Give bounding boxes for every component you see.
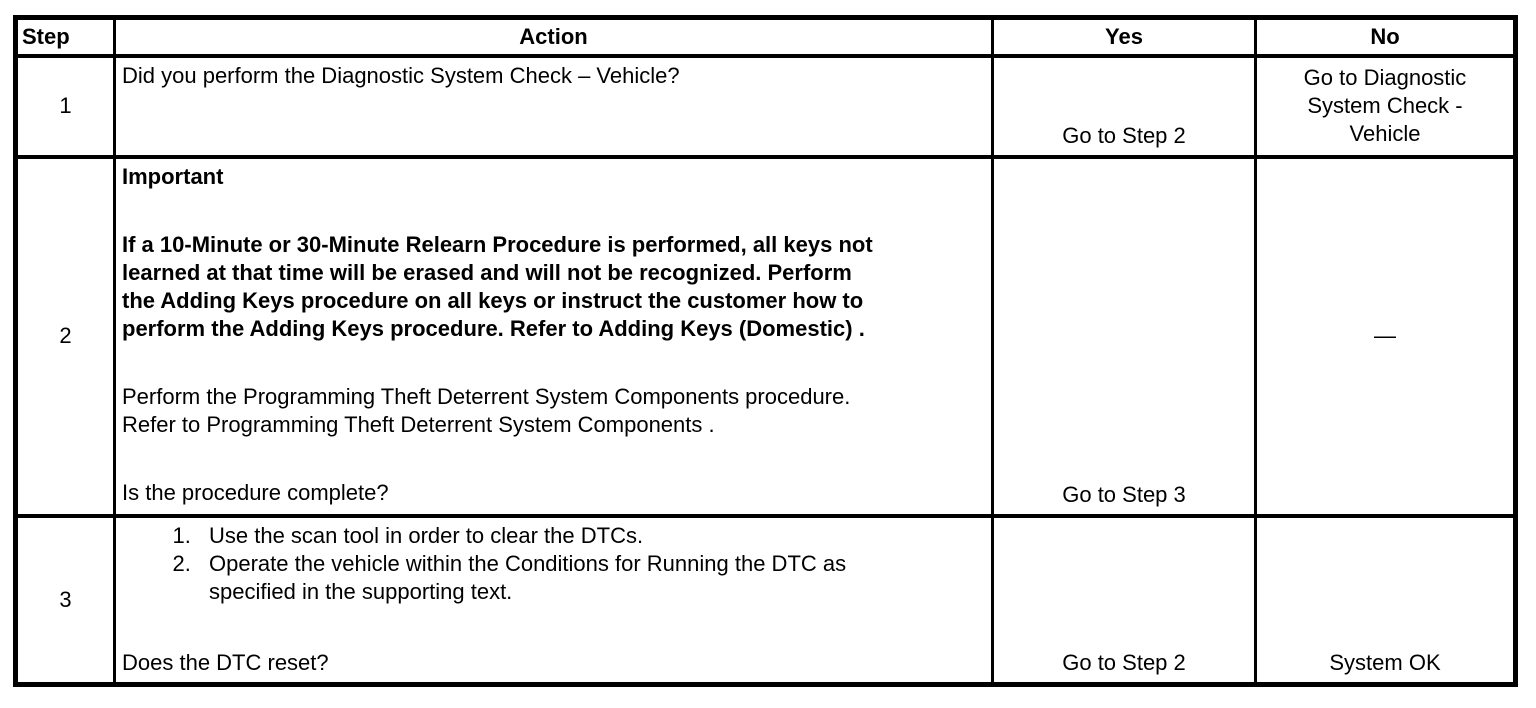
no-cell: Go to Diagnostic System Check - Vehicle <box>1254 53 1517 158</box>
no-cell: — <box>1254 154 1517 517</box>
column-header-yes: Yes <box>991 16 1257 58</box>
action-list-item: Operate the vehicle within the Condition… <box>197 550 985 606</box>
diagnostic-procedure-table: Step Action Yes No 1 Did you perform the… <box>13 15 1518 687</box>
step-number: 1 <box>14 53 116 158</box>
action-cell: Use the scan tool in order to clear the … <box>113 513 994 686</box>
no-cell: System OK <box>1254 513 1517 686</box>
action-cell: Did you perform the Diagnostic System Ch… <box>113 53 994 158</box>
yes-cell: Go to Step 2 <box>991 53 1257 158</box>
column-header-action: Action <box>113 16 994 58</box>
column-header-no: No <box>1254 16 1517 58</box>
table-row: 3 Use the scan tool in order to clear th… <box>14 513 1517 686</box>
action-question: Did you perform the Diagnostic System Ch… <box>122 62 680 88</box>
step-number: 3 <box>14 513 116 686</box>
table-header-row: Step Action Yes No <box>14 16 1517 58</box>
table-row: 2 Important If a 10-Minute or 30-Minute … <box>14 154 1517 517</box>
action-list-item: Use the scan tool in order to clear the … <box>197 522 985 550</box>
column-header-step: Step <box>14 16 116 58</box>
important-text: If a 10-Minute or 30-Minute Relearn Proc… <box>122 231 873 341</box>
step-number: 2 <box>14 154 116 517</box>
yes-cell: Go to Step 2 <box>991 513 1257 686</box>
action-cell: Important If a 10-Minute or 30-Minute Re… <box>113 154 994 517</box>
action-question: Is the procedure complete? <box>122 480 389 506</box>
action-step-list: Use the scan tool in order to clear the … <box>122 522 985 606</box>
action-question: Does the DTC reset? <box>122 649 329 675</box>
table-row: 1 Did you perform the Diagnostic System … <box>14 53 1517 158</box>
important-label: Important <box>122 163 224 189</box>
yes-cell: Go to Step 3 <box>991 154 1257 517</box>
action-instruction: Perform the Programming Theft Deterrent … <box>122 384 851 438</box>
